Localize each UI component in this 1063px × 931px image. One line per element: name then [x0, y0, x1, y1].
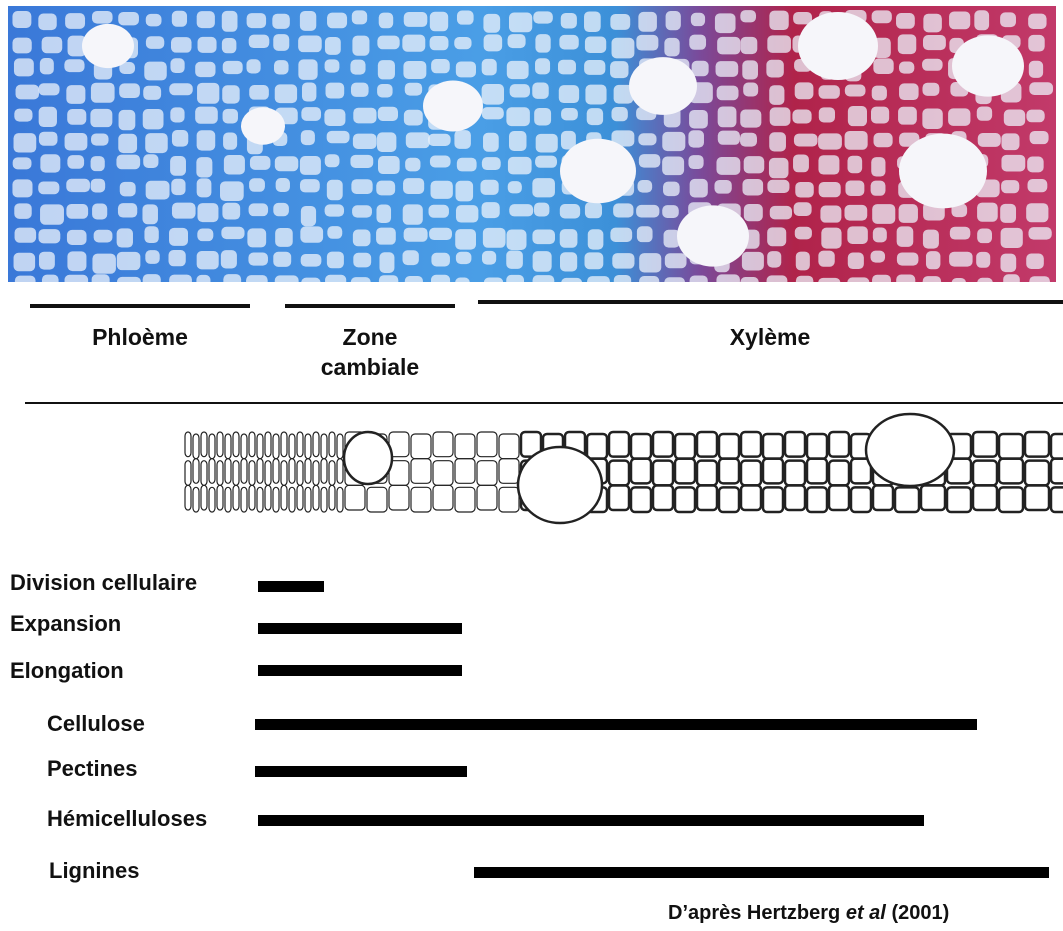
zone-label-cambial: Zone cambiale — [290, 322, 450, 382]
process-bar-pectines — [255, 766, 467, 777]
process-bar-division — [258, 581, 324, 592]
phloem-bar — [30, 304, 250, 308]
process-label-hemicelluloses: Hémicelluloses — [47, 806, 207, 832]
process-label-division: Division cellulaire — [10, 570, 197, 596]
process-label-lignines: Lignines — [49, 858, 139, 884]
cambial-zone-bar — [285, 304, 455, 308]
process-bar-cellulose — [255, 719, 977, 730]
source-credit: D’après Hertzberg et al (2001) — [668, 902, 949, 925]
section-divider — [25, 402, 1063, 404]
xylem-bar — [478, 300, 1063, 304]
process-bar-elongation — [258, 665, 462, 676]
micrograph-panel — [8, 6, 1056, 282]
process-bar-expansion — [258, 623, 462, 634]
process-label-pectines: Pectines — [47, 756, 138, 782]
zone-label-xylem: Xylème — [640, 322, 900, 352]
process-bar-lignines — [474, 867, 1049, 878]
process-bar-hemicelluloses — [258, 815, 924, 826]
process-label-expansion: Expansion — [10, 611, 121, 637]
process-label-elongation: Elongation — [10, 658, 124, 684]
process-label-cellulose: Cellulose — [47, 711, 145, 737]
zone-label-phloem: Phloème — [40, 322, 240, 352]
